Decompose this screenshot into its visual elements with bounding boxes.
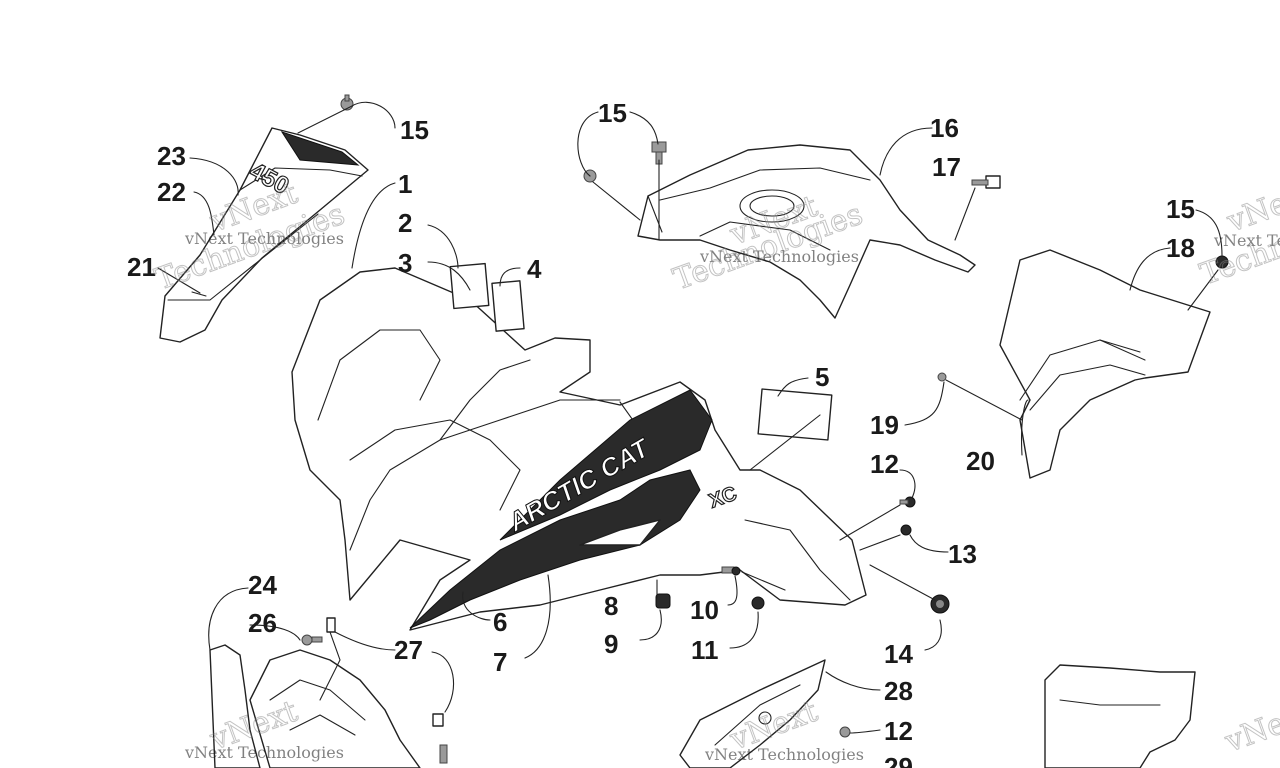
- callout-27: 27: [394, 635, 423, 665]
- callout-12-b: 12: [884, 716, 913, 746]
- fastener-12-a: [899, 496, 916, 508]
- fastener-12-b: [839, 726, 851, 738]
- screw-26-part: [301, 634, 323, 646]
- grommet-14: [930, 594, 950, 614]
- callout-10: 10: [690, 595, 719, 625]
- screw-27-part: [439, 744, 448, 764]
- watermark-line-2: vNext Technologies: [699, 247, 859, 266]
- callout-21: 21: [127, 252, 156, 282]
- watermark-line-4: vNext Technologies: [184, 743, 344, 762]
- screw-17-part: [971, 175, 1001, 189]
- callout-19: 19: [870, 410, 899, 440]
- callout-20: 20: [966, 446, 995, 476]
- front-fender-part: [291, 267, 867, 631]
- callout-15-rear: 15: [598, 98, 627, 128]
- callout-12-a: 12: [870, 449, 899, 479]
- watermark-line-1: vNext Technologies: [184, 229, 344, 248]
- leader-lines: [157, 101, 1223, 734]
- callout-3: 3: [398, 248, 412, 278]
- clip-27b-part: [432, 713, 444, 727]
- fastener-19: [937, 372, 947, 382]
- grommet-8: [655, 593, 671, 609]
- callout-9: 9: [604, 629, 618, 659]
- watermark-big-6a: vNext: [1220, 696, 1280, 760]
- rear-seat-part: [1044, 664, 1196, 768]
- front-grille-part: [209, 644, 421, 768]
- callout-4: 4: [527, 254, 542, 284]
- lower-plate-part: [679, 659, 826, 768]
- callout-24: 24: [248, 570, 277, 600]
- callout-26: 26: [248, 608, 277, 638]
- callout-28: 28: [884, 676, 913, 706]
- decal-5-part: [757, 388, 833, 441]
- callout-8: 8: [604, 591, 618, 621]
- clip-27a-part: [326, 617, 336, 633]
- callout-15: 15: [400, 115, 429, 145]
- callout-7: 7: [493, 647, 507, 677]
- fastener-10: [721, 566, 741, 576]
- callout-11: 11: [691, 635, 719, 665]
- side-panel-part: [999, 249, 1211, 479]
- grommet-11: [751, 596, 765, 610]
- callout-29: 29: [884, 752, 913, 768]
- callout-6: 6: [493, 607, 507, 637]
- watermark-line-3: vNext Technologies: [1213, 231, 1280, 250]
- callout-1: 1: [398, 169, 412, 199]
- callout-14: 14: [884, 639, 913, 669]
- callout-2: 2: [398, 208, 412, 238]
- callout-17: 17: [932, 152, 961, 182]
- watermark-line-5: vNext Technologies: [704, 745, 864, 764]
- decal-2-part: [449, 262, 490, 310]
- callout-16: 16: [930, 113, 959, 143]
- fastener-15-top-left: [340, 94, 354, 111]
- nose-cover-part: [159, 127, 369, 343]
- callout-23: 23: [157, 141, 186, 171]
- callout-15-right: 15: [1166, 194, 1195, 224]
- callout-22: 22: [157, 177, 186, 207]
- fastener-13: [900, 524, 912, 536]
- callout-labels: 15 23 22 21 1 2 3 4 5 15 16 17 15 18 19 …: [127, 98, 1195, 768]
- decal-4-part: [491, 280, 525, 332]
- callout-5: 5: [815, 362, 829, 392]
- fender-decal-part: [409, 389, 713, 629]
- rear-panel-part: [637, 144, 976, 319]
- callout-18: 18: [1166, 233, 1195, 263]
- callout-13: 13: [948, 539, 977, 569]
